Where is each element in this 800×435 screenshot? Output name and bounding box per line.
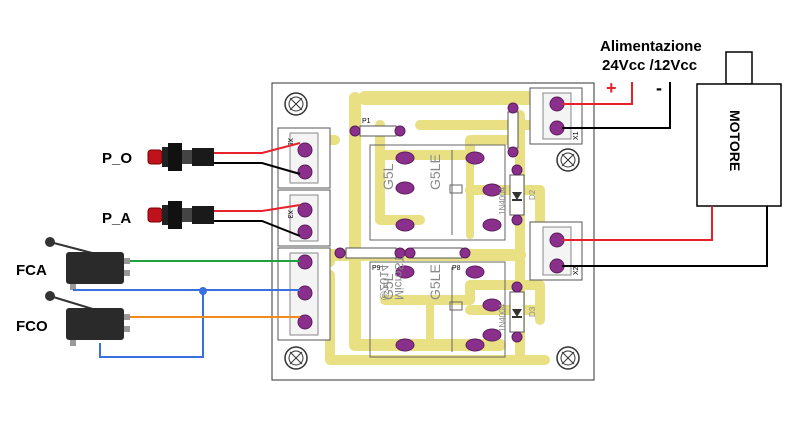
- pushbutton-p-o: [147, 143, 214, 171]
- wire-junction: [199, 287, 207, 295]
- label-p-a: P_A: [102, 210, 131, 227]
- wire-p-a-black: [214, 220, 301, 237]
- relay-1-right-label: G5LE: [427, 154, 443, 190]
- motor-label: MOTORE: [727, 110, 743, 171]
- diode-2-ref: D3: [528, 306, 537, 317]
- diode-2-label: 1N4004: [498, 303, 507, 332]
- supply-minus: -: [656, 78, 662, 98]
- supply-title: Alimentazione: [600, 38, 702, 55]
- limit-switch-fca: [45, 237, 130, 290]
- jumper-p1: [359, 125, 397, 137]
- mounting-hole-top-left: [284, 92, 308, 116]
- jumper-mid-2: [411, 247, 463, 259]
- mark-p9: P9: [372, 265, 381, 272]
- diode-1-label: 1N4004: [498, 186, 507, 215]
- label-fca: FCA: [16, 262, 47, 279]
- wire-p-o-black: [214, 162, 301, 175]
- jumper-mid-1: [345, 247, 397, 259]
- mark-x3: X3: [286, 210, 293, 219]
- wire-p-o-red: [214, 142, 301, 154]
- pushbutton-p-a: [147, 201, 214, 229]
- mounting-hole-bottom-left: [284, 346, 308, 370]
- mark-p1: P1: [362, 118, 371, 125]
- jumper-r1: [507, 111, 519, 149]
- pcb-pads: [297, 96, 565, 352]
- relay-1-left-label: G5L: [380, 163, 396, 190]
- diode-d2: [509, 174, 525, 216]
- diode-d3: [509, 291, 525, 333]
- relay-2-right-label: G5LE: [427, 264, 443, 300]
- pcb-logo-line2: ©2014: [377, 264, 391, 300]
- motor: [696, 51, 782, 207]
- wire-common-blue: [73, 289, 300, 358]
- wire-supply-negative: [562, 82, 671, 129]
- mounting-hole-top-right: [556, 148, 580, 172]
- supply-voltage: 24Vcc /12Vcc: [602, 57, 697, 74]
- mark-p8: P8: [452, 265, 461, 272]
- mark-x1: X1: [573, 131, 580, 140]
- limit-switch-fco: [45, 291, 130, 346]
- label-p-o: P_O: [102, 150, 132, 167]
- mounting-hole-bottom-right: [556, 346, 580, 370]
- wire-p-a-red: [214, 204, 301, 212]
- relay-2-left-label: G5L: [380, 273, 396, 300]
- wire-supply-positive: [562, 82, 633, 105]
- relay-1-outline: [369, 144, 506, 241]
- mark-x5: X5: [286, 138, 293, 147]
- label-fco: FCO: [16, 318, 48, 335]
- pcb-logo-line1: MicroST: [392, 255, 406, 300]
- supply-plus: +: [606, 78, 617, 98]
- wire-motor-negative: [562, 206, 768, 267]
- wire-motor-positive: [562, 206, 713, 241]
- diode-1-ref: D2: [528, 189, 537, 200]
- mark-x2: X2: [573, 266, 580, 275]
- relay-2-outline: [369, 261, 506, 358]
